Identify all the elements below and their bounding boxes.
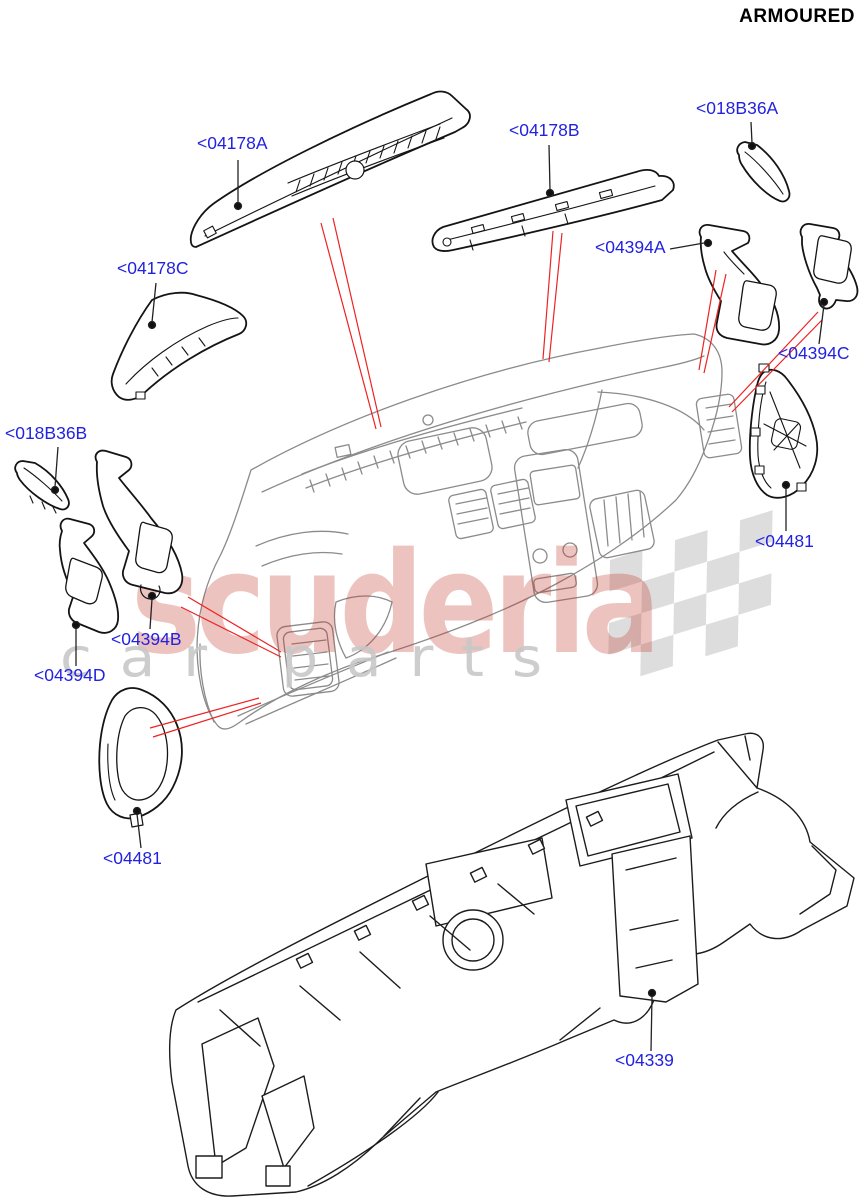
defroster-trim-drawing-04178b <box>431 169 675 252</box>
watermark-brand-text: scuderia <box>131 523 656 686</box>
part-label-04339[interactable]: <04339 <box>615 1050 674 1070</box>
part-label-04481-right[interactable]: <04481 <box>755 531 814 551</box>
trim-strip-drawing-018b36a <box>736 141 791 203</box>
defroster-trim-drawing-04178a <box>189 90 471 248</box>
part-label-04481-left[interactable]: <04481 <box>103 848 162 868</box>
part-label-04178c[interactable]: <04178C <box>117 258 189 278</box>
side-panel-drawing-04481-left <box>98 687 183 828</box>
part-label-04394d[interactable]: <04394D <box>34 665 106 685</box>
trim-strip-drawing-018b36b <box>14 460 70 514</box>
part-label-018b36a[interactable]: <018B36A <box>696 98 779 118</box>
edition-label: ARMOURED <box>739 6 855 27</box>
assembled-dashboard-drawing <box>196 333 743 730</box>
part-label-04178a[interactable]: <04178A <box>197 133 268 153</box>
red-pointer-lines <box>149 217 823 738</box>
instrument-panel-structure-drawing-04339 <box>169 732 855 1197</box>
pillar-trim-drawing-04394d <box>58 517 120 634</box>
part-label-04394c[interactable]: <04394C <box>778 343 850 363</box>
end-trim-drawing-04178c <box>110 291 248 401</box>
pillar-trim-drawing-04394b <box>94 449 184 600</box>
pillar-trim-drawing-04394c <box>799 223 859 310</box>
label-leader-lines <box>50 121 829 1052</box>
part-label-04178b[interactable]: <04178B <box>509 120 580 140</box>
pillar-trim-drawing-04394a <box>698 224 780 346</box>
side-panel-drawing-04481-right <box>748 363 819 499</box>
watermark-tagline-text: car parts <box>60 626 570 689</box>
part-label-018b36b[interactable]: <018B36B <box>5 423 88 443</box>
part-label-04394b[interactable]: <04394B <box>111 629 182 649</box>
checkered-flag-watermark <box>608 510 773 677</box>
part-label-04394a[interactable]: <04394A <box>595 237 666 257</box>
